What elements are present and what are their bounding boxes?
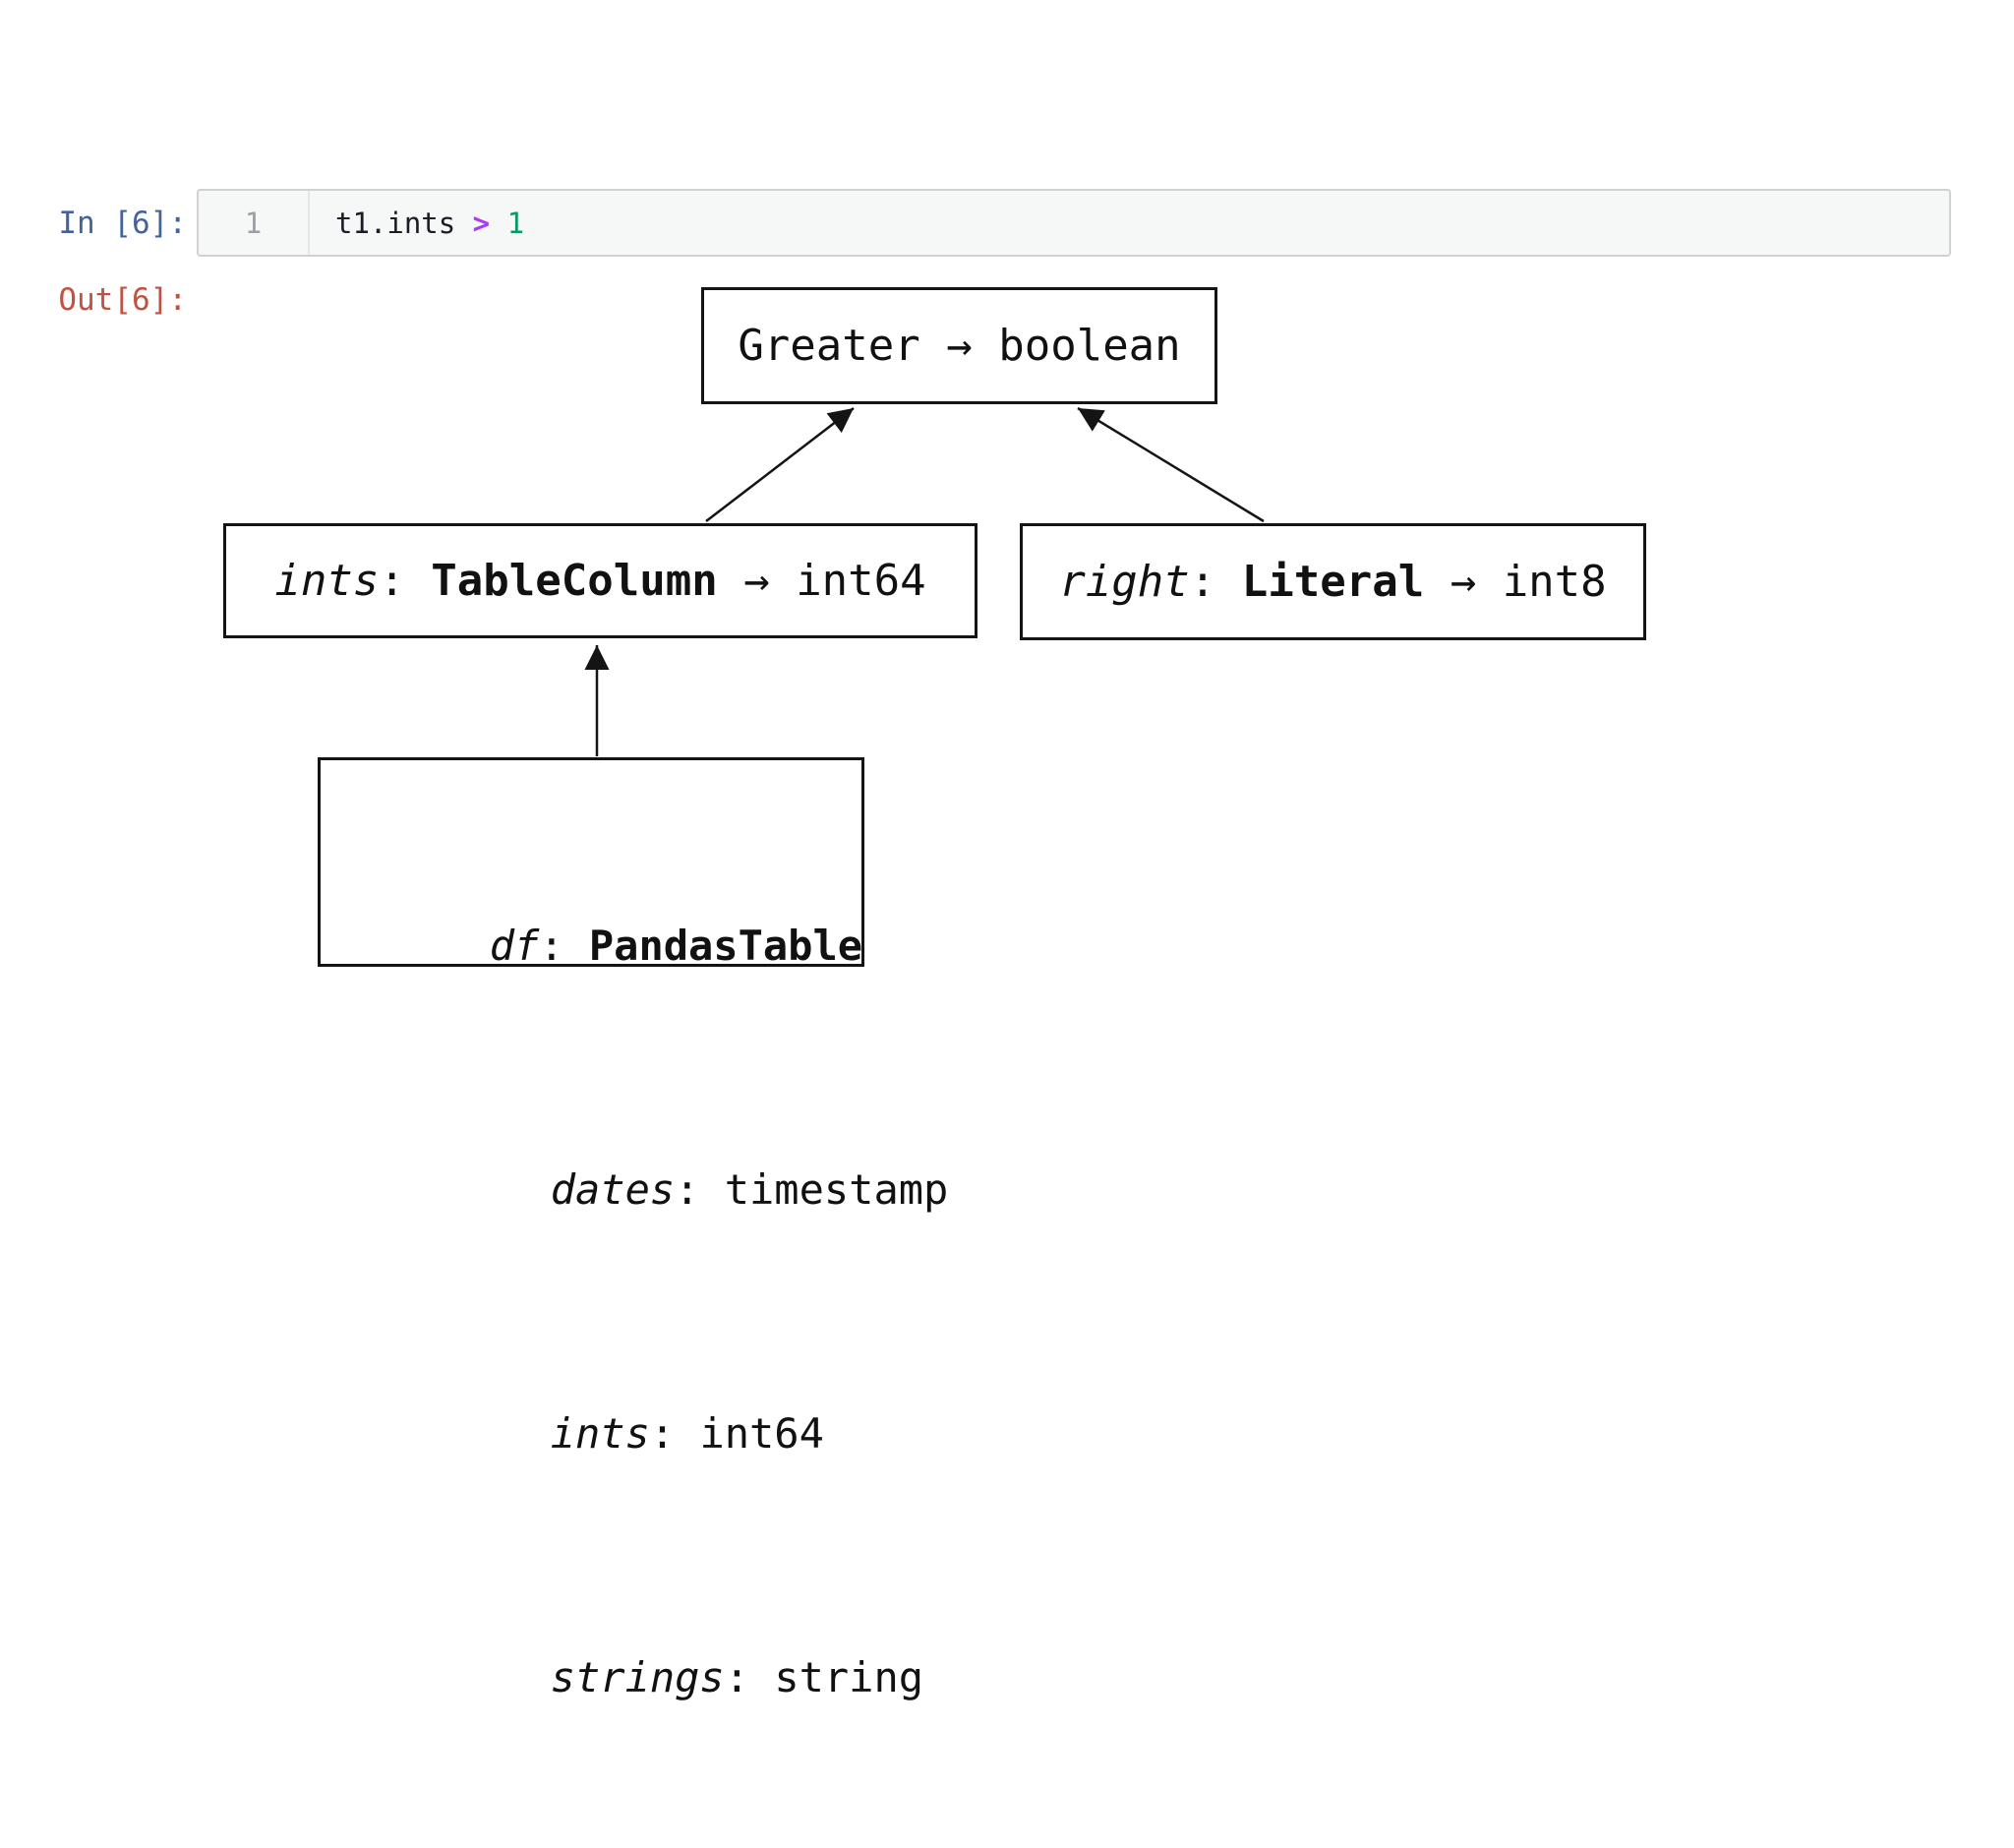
code-operator: > — [472, 206, 491, 240]
arrow-glyph: → — [717, 556, 797, 606]
field-type: timestamp — [724, 1165, 949, 1214]
code-number: 1 — [506, 206, 525, 240]
output-prompt: Out[6]: — [58, 281, 187, 318]
table-field: strings: string — [340, 1604, 923, 1752]
edge-literal-to-greater — [1077, 406, 1265, 523]
node-op: TableColumn — [431, 556, 718, 606]
table-field: ints: int64 — [340, 1360, 861, 1508]
node-name: df — [489, 922, 540, 970]
field-name: strings — [550, 1653, 725, 1701]
node-op: Greater — [738, 321, 920, 371]
table-field: dates: timestamp — [340, 1116, 949, 1264]
line-number: 1 — [244, 206, 263, 240]
diagram-node-tablecolumn: ints: TableColumn → int64 — [223, 523, 977, 638]
node-return-type: int8 — [1502, 557, 1607, 607]
field-type: string — [774, 1653, 924, 1701]
node-op: PandasTable — [588, 922, 863, 970]
node-name: ints — [274, 556, 380, 606]
table-header: df: PandasTable — [340, 872, 863, 1020]
colon-separator: : — [539, 922, 589, 970]
colon-separator: : — [675, 1165, 725, 1214]
code-editor[interactable]: 1 t1.ints > 1 — [197, 189, 1951, 257]
colon-separator: : — [379, 556, 432, 606]
input-prompt: In [6]: — [58, 205, 187, 241]
arrow-glyph: → — [1424, 557, 1503, 607]
edge-tablecolumn-to-greater — [705, 407, 855, 522]
node-return-type: int64 — [796, 556, 926, 606]
field-name: ints — [550, 1409, 650, 1458]
line-number-gutter: 1 — [199, 191, 310, 255]
code-expression: t1.ints — [335, 206, 456, 240]
colon-separator: : — [724, 1653, 775, 1701]
colon-separator: : — [1189, 557, 1242, 607]
node-return-type: boolean — [998, 321, 1181, 371]
code-line[interactable]: t1.ints > 1 — [310, 191, 524, 255]
arrow-glyph: → — [919, 321, 999, 371]
diagram-node-greater: Greater → boolean — [701, 287, 1217, 404]
diagram-node-pandastable: df: PandasTable dates: timestamp ints: i… — [318, 757, 948, 1701]
node-op: Literal — [1241, 557, 1425, 607]
diagram-node-literal: right: Literal → int8 — [1020, 523, 1646, 640]
field-type: int64 — [699, 1409, 824, 1458]
node-name: right — [1059, 557, 1190, 607]
field-name: dates — [550, 1165, 676, 1214]
colon-separator: : — [649, 1409, 700, 1458]
